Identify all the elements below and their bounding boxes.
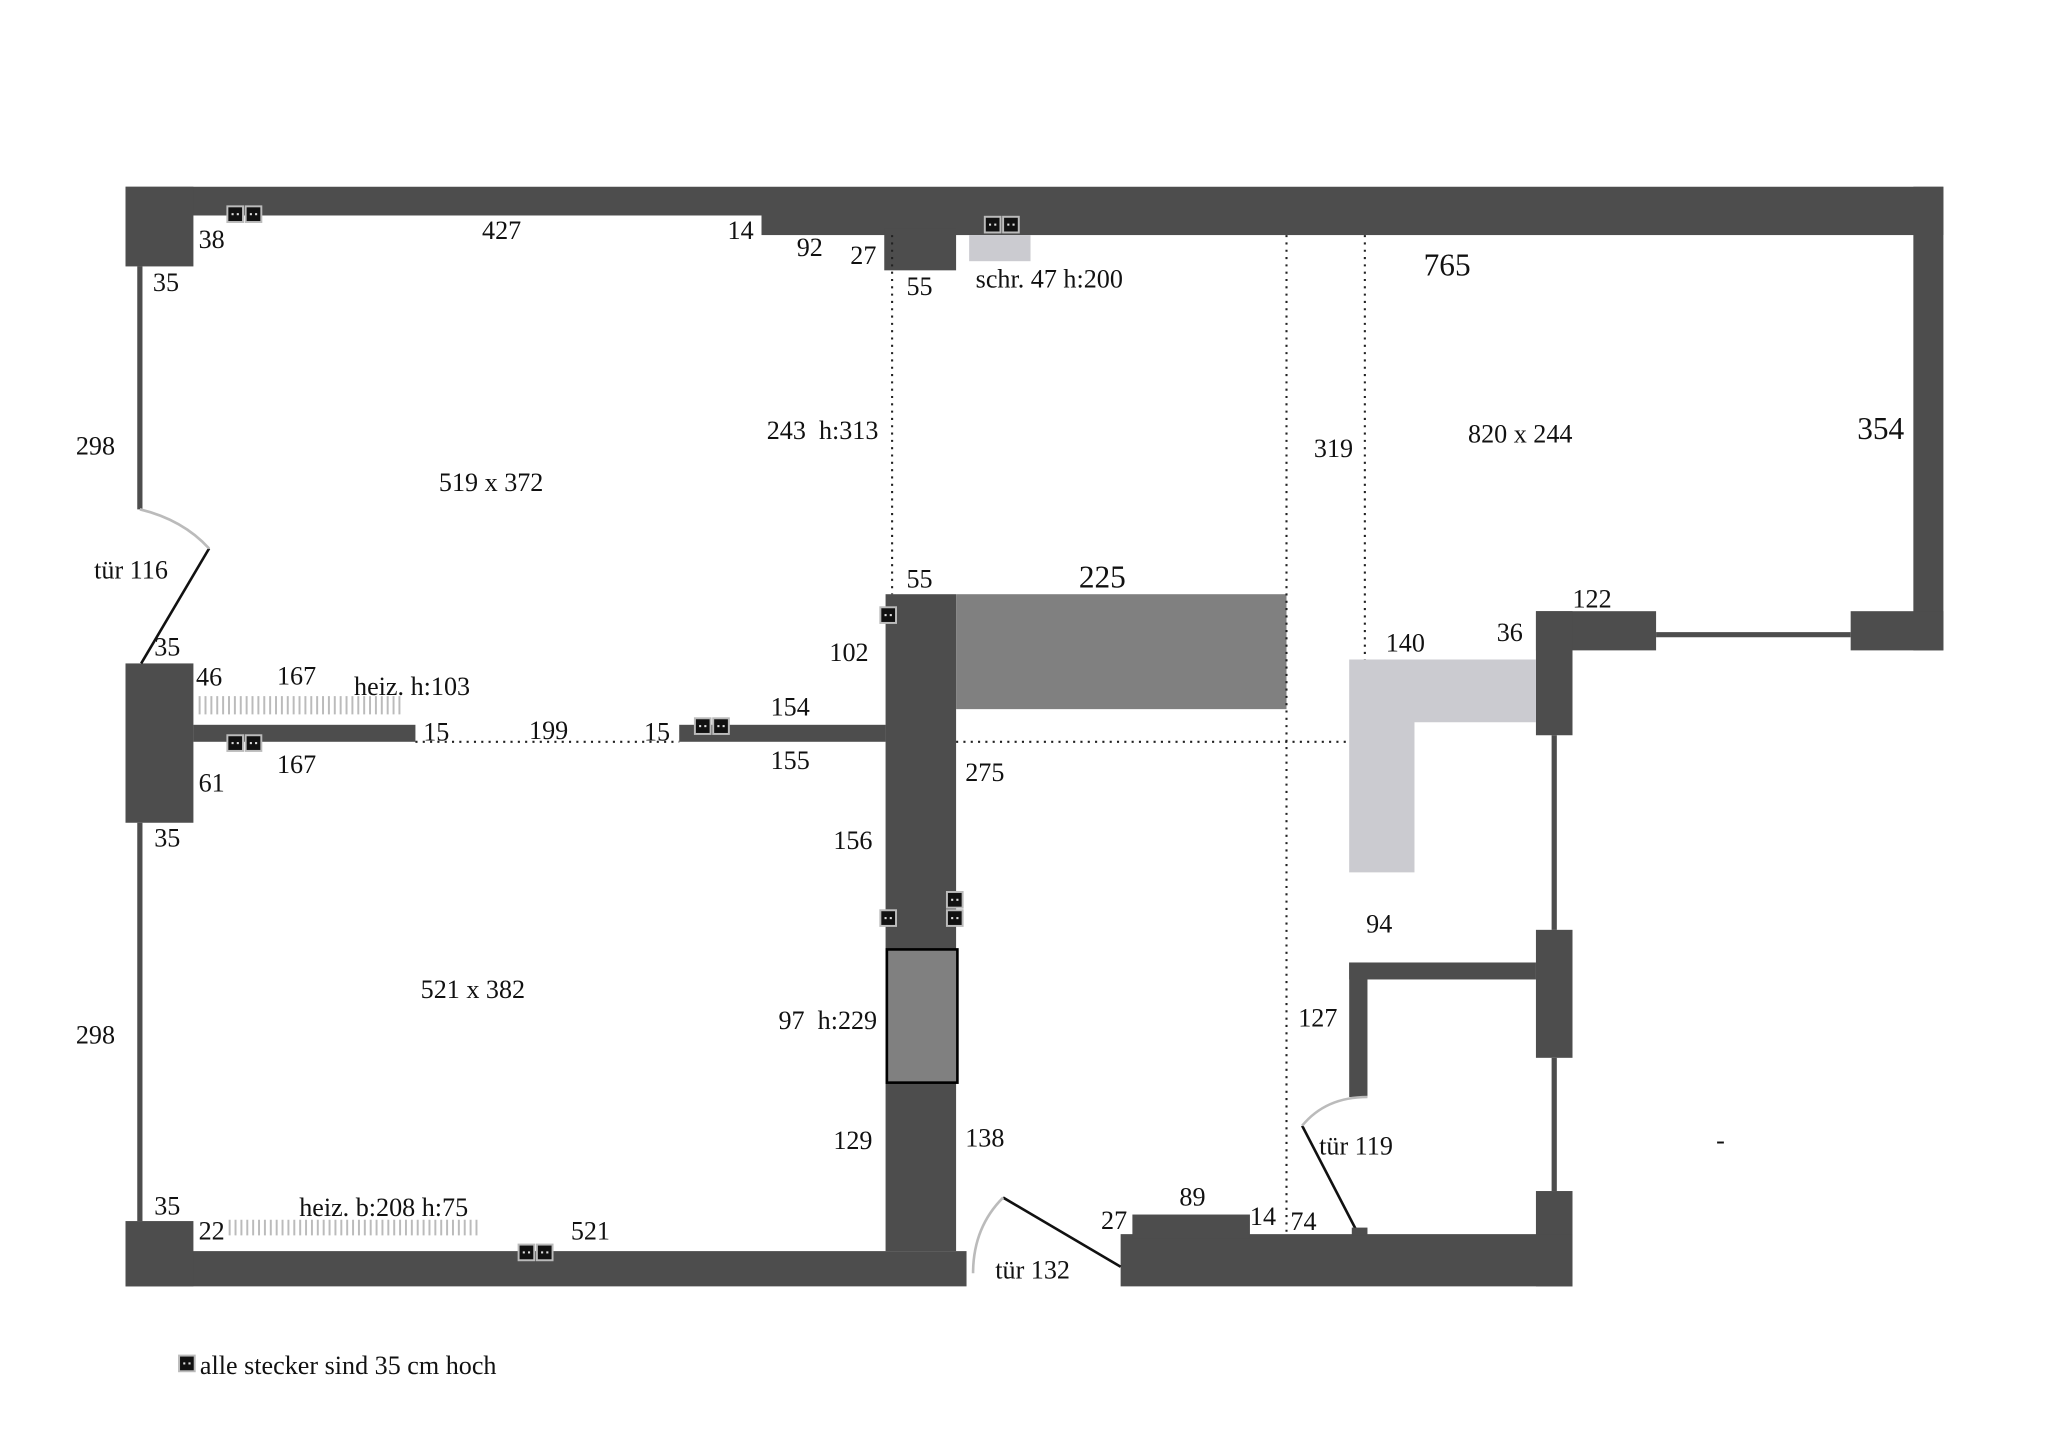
dimension-labels: 38 427 14 92 27 55 schr. 47 h:200 765 35… xyxy=(76,216,1905,1285)
label: 225 xyxy=(1079,560,1126,595)
heater-label: heiz. h:103 xyxy=(354,672,470,701)
socket-icon xyxy=(945,909,964,927)
room-size-label: 519 x 372 xyxy=(439,468,543,497)
door-label: tür 119 xyxy=(1319,1131,1393,1160)
label: 156 xyxy=(833,826,872,855)
legend-text: alle stecker sind 35 cm hoch xyxy=(200,1351,497,1380)
label: 55 xyxy=(906,565,932,594)
room-size-label: 820 x 244 xyxy=(1468,420,1572,449)
label: 354 xyxy=(1857,411,1904,446)
label: 319 xyxy=(1314,434,1353,463)
label: 14 xyxy=(728,216,754,245)
label: 46 xyxy=(196,663,222,692)
label: 102 xyxy=(829,638,868,667)
walls xyxy=(125,186,1944,1287)
label: 36 xyxy=(1497,618,1523,647)
label: 154 xyxy=(771,693,810,722)
label: 89 xyxy=(1179,1182,1205,1211)
socket-icon xyxy=(244,205,263,223)
socket-icon xyxy=(983,215,1002,234)
label: 15 xyxy=(644,717,670,746)
label: 35 xyxy=(154,823,180,852)
label: 167 xyxy=(277,661,316,690)
label: 138 xyxy=(965,1124,1004,1153)
label: 298 xyxy=(76,431,115,460)
socket-icon xyxy=(712,717,730,735)
l-shaped-furniture xyxy=(1349,659,1536,873)
label: 199 xyxy=(529,716,568,745)
label: 127 xyxy=(1298,1003,1337,1032)
door-label: tür 132 xyxy=(995,1256,1070,1285)
label: 427 xyxy=(482,216,521,245)
label: 521 xyxy=(571,1216,610,1245)
socket-icon xyxy=(693,717,712,735)
label: 35 xyxy=(154,633,180,662)
label: 14 xyxy=(1250,1202,1276,1231)
label: 167 xyxy=(277,750,316,779)
socket-icon xyxy=(226,205,245,223)
label: 298 xyxy=(76,1020,115,1049)
label: 155 xyxy=(771,746,810,775)
socket-icon xyxy=(1002,215,1020,234)
label: 38 xyxy=(199,225,225,254)
label: 74 xyxy=(1290,1207,1316,1236)
door-tur-116 xyxy=(139,508,211,665)
socket-icon xyxy=(178,1354,196,1373)
socket-icon xyxy=(244,734,263,752)
label: 92 xyxy=(797,233,823,262)
sockets xyxy=(226,205,1020,1262)
label: 55 xyxy=(906,272,932,301)
label: 22 xyxy=(199,1216,225,1245)
counter-block xyxy=(956,594,1287,710)
socket-icon xyxy=(879,606,897,624)
door-label: tür 116 xyxy=(94,556,168,585)
dimension-lines xyxy=(415,235,1366,1235)
label: 129 xyxy=(833,1126,872,1155)
label: 243 h:313 xyxy=(767,416,879,445)
socket-icon xyxy=(535,1243,554,1262)
socket-icon xyxy=(178,1354,196,1373)
room-size-label: 521 x 382 xyxy=(421,975,525,1004)
socket-icon xyxy=(945,890,964,909)
label: 140 xyxy=(1386,629,1425,658)
label: 275 xyxy=(965,758,1004,787)
label: 61 xyxy=(199,768,225,797)
label: - xyxy=(1716,1126,1725,1155)
label: 35 xyxy=(153,268,179,297)
label: 94 xyxy=(1366,909,1392,938)
chimney-block xyxy=(885,948,959,1084)
label: 27 xyxy=(850,241,876,270)
wardrobe-label: schr. 47 h:200 xyxy=(976,264,1123,293)
label: 97 h:229 xyxy=(778,1006,877,1035)
heater-label: heiz. b:208 h:75 xyxy=(299,1193,468,1222)
wardrobe xyxy=(969,235,1031,262)
label: 27 xyxy=(1101,1206,1127,1235)
door-tur-132 xyxy=(971,1196,1122,1274)
legend: alle stecker sind 35 cm hoch xyxy=(178,1351,497,1380)
label: 122 xyxy=(1573,584,1612,613)
label: 35 xyxy=(154,1192,180,1221)
socket-icon xyxy=(226,734,245,752)
socket-icon xyxy=(517,1243,536,1262)
socket-icon xyxy=(879,909,897,927)
label: 765 xyxy=(1424,248,1471,283)
label: 15 xyxy=(423,717,449,746)
door-tur-119 xyxy=(1301,1095,1368,1236)
